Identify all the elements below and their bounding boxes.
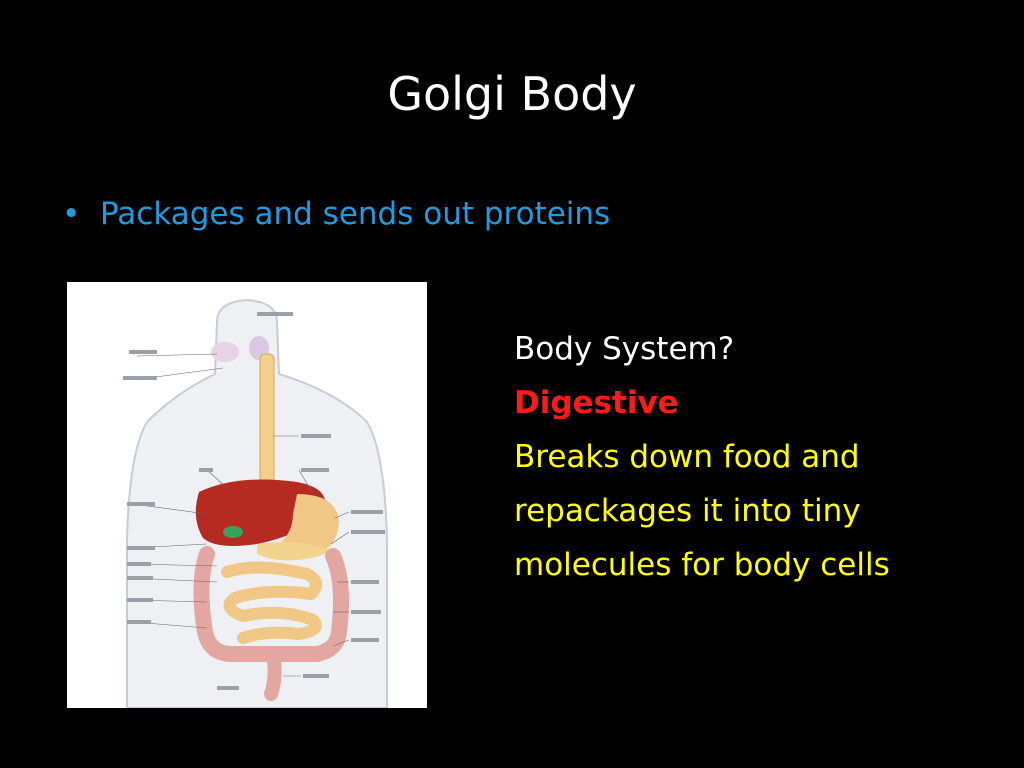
bullet-list: • Packages and sends out proteins: [62, 188, 962, 240]
bullet-marker: •: [62, 196, 81, 232]
diagram-tiny-labels: [123, 312, 385, 690]
body-system-text: Body System? Digestive Breaks down food …: [514, 322, 1014, 592]
digestive-system-illustration: [123, 298, 388, 708]
bullet-item: • Packages and sends out proteins: [62, 188, 962, 240]
rectum: [264, 647, 282, 701]
gallbladder: [223, 526, 243, 538]
small-intestine: [221, 561, 323, 644]
slide-title: Golgi Body: [387, 67, 637, 121]
salivary-gland: [211, 342, 239, 362]
stomach: [279, 494, 339, 557]
body-system-explanation: Breaks down food and repackages it into …: [514, 439, 890, 583]
bullet-text: Packages and sends out proteins: [100, 196, 611, 232]
body-system-question: Body System?: [514, 331, 735, 367]
pancreas: [257, 542, 329, 561]
body-system-answer: Digestive: [514, 385, 679, 421]
esophagus: [259, 353, 275, 485]
digestive-system-diagram: [67, 282, 427, 708]
